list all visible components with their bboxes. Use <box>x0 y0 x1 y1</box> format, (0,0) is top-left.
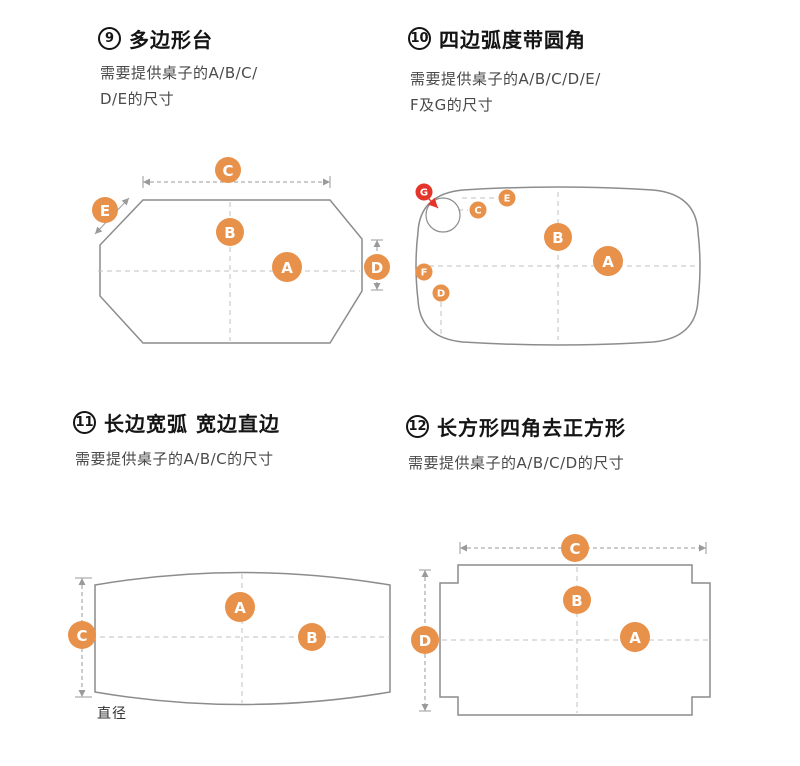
rounded-table-outline <box>415 186 701 346</box>
section-12-number-badge: 12 <box>406 415 429 438</box>
badge-f-label: F <box>421 268 428 279</box>
badge-d-circle <box>432 284 450 302</box>
section-11-heading: 11 长边宽弧 宽边直边 <box>73 408 280 437</box>
section-10-number-badge: 10 <box>408 27 431 50</box>
badge-c: C <box>561 534 589 562</box>
badge-b: B <box>298 623 326 651</box>
badge-e: E <box>92 197 118 223</box>
badge-d-label: D <box>371 259 383 277</box>
badge-d-circle <box>364 254 390 280</box>
badge-f-circle <box>415 263 433 281</box>
badge-d: D <box>411 626 439 654</box>
section-12-desc-line1: 需要提供桌子的A/B/C/D的尺寸 <box>408 454 625 472</box>
badge-d: D <box>364 254 390 280</box>
section-10-diagram: G E C F D B A <box>415 183 701 346</box>
section-9-title: 多边形台 <box>129 28 213 52</box>
diameter-note: 直径 <box>97 706 127 722</box>
badge-e-circle <box>92 197 118 223</box>
badge-g: G <box>415 183 433 201</box>
badge-b-circle <box>298 623 326 651</box>
badge-c-label: C <box>76 627 87 645</box>
badge-b-circle <box>544 223 572 251</box>
badge-a-circle <box>272 252 302 282</box>
corner-radius-circle <box>425 197 461 233</box>
badge-b-label: B <box>571 592 582 610</box>
badge-a: A <box>272 252 302 282</box>
badge-a-circle <box>225 592 255 622</box>
badge-c-circle <box>215 157 241 183</box>
notched-rect-outline <box>439 564 711 716</box>
badge-c-label: C <box>474 206 481 217</box>
section-11-desc-line1: 需要提供桌子的A/B/C的尺寸 <box>75 450 274 468</box>
badge-f: F <box>415 263 433 281</box>
section-12-heading: 12 长方形四角去正方形 <box>406 412 626 441</box>
badge-c: C <box>68 621 96 649</box>
badge-c-label: C <box>222 162 233 180</box>
badge-b-label: B <box>306 629 317 647</box>
badge-b-circle <box>216 218 244 246</box>
badge-c: C <box>469 201 487 219</box>
badge-c-circle <box>469 201 487 219</box>
badge-c: C <box>215 157 241 183</box>
badge-g-circle <box>415 183 433 201</box>
section-9-desc-line2: D/E的尺寸 <box>100 90 175 108</box>
barrel-table-outline <box>94 571 391 706</box>
badge-a-label: A <box>629 629 641 647</box>
badge-a-label: A <box>602 253 614 271</box>
badge-a: A <box>620 622 650 652</box>
badge-a-label: A <box>234 599 246 617</box>
badge-b-circle <box>563 586 591 614</box>
corner-radius-arrow <box>427 197 439 209</box>
badge-e-circle <box>498 189 516 207</box>
section-11-diagram: C A B <box>68 571 391 706</box>
badge-b: B <box>216 218 244 246</box>
badge-e-label: E <box>504 194 511 205</box>
badge-a-circle <box>593 246 623 276</box>
section-11-number-badge: 11 <box>73 411 96 434</box>
section-12-diagram: C B A D <box>411 534 711 716</box>
section-10-desc-line1: 需要提供桌子的A/B/C/D/E/ <box>410 70 601 88</box>
section-10-desc: 需要提供桌子的A/B/C/D/E/ F及G的尺寸 <box>410 66 601 118</box>
section-10-heading: 10 四边弧度带圆角 <box>408 24 586 53</box>
section-12-title: 长方形四角去正方形 <box>437 416 626 440</box>
section-9-desc: 需要提供桌子的A/B/C/ D/E的尺寸 <box>100 60 258 112</box>
badge-b-label: B <box>224 224 235 242</box>
badge-c-circle <box>561 534 589 562</box>
section-9-diagram: C E B A D <box>92 157 390 344</box>
badge-b: B <box>544 223 572 251</box>
section-9-number-badge: 9 <box>98 27 121 50</box>
badge-e: E <box>498 189 516 207</box>
polygon-table-outline <box>99 199 363 344</box>
badge-a: A <box>593 246 623 276</box>
badge-a: A <box>225 592 255 622</box>
badge-c-circle <box>68 621 96 649</box>
badge-b: B <box>563 586 591 614</box>
badge-d-label: D <box>419 632 431 650</box>
section-9-heading: 9 多边形台 <box>98 24 213 53</box>
badge-d-circle <box>411 626 439 654</box>
section-11-desc: 需要提供桌子的A/B/C的尺寸 <box>75 446 274 472</box>
badge-a-label: A <box>281 259 293 277</box>
section-10-desc-line2: F及G的尺寸 <box>410 96 494 114</box>
badge-d: D <box>432 284 450 302</box>
badge-e-label: E <box>100 202 110 220</box>
section-11-title: 长边宽弧 宽边直边 <box>104 412 280 436</box>
badge-a-circle <box>620 622 650 652</box>
badge-b-label: B <box>552 229 563 247</box>
section-9-desc-line1: 需要提供桌子的A/B/C/ <box>100 64 258 82</box>
badge-c-label: C <box>569 540 580 558</box>
badge-g-label: G <box>420 188 428 199</box>
badge-d-label: D <box>437 289 445 300</box>
section-12-desc: 需要提供桌子的A/B/C/D的尺寸 <box>408 450 624 476</box>
section-10-title: 四边弧度带圆角 <box>439 28 586 52</box>
